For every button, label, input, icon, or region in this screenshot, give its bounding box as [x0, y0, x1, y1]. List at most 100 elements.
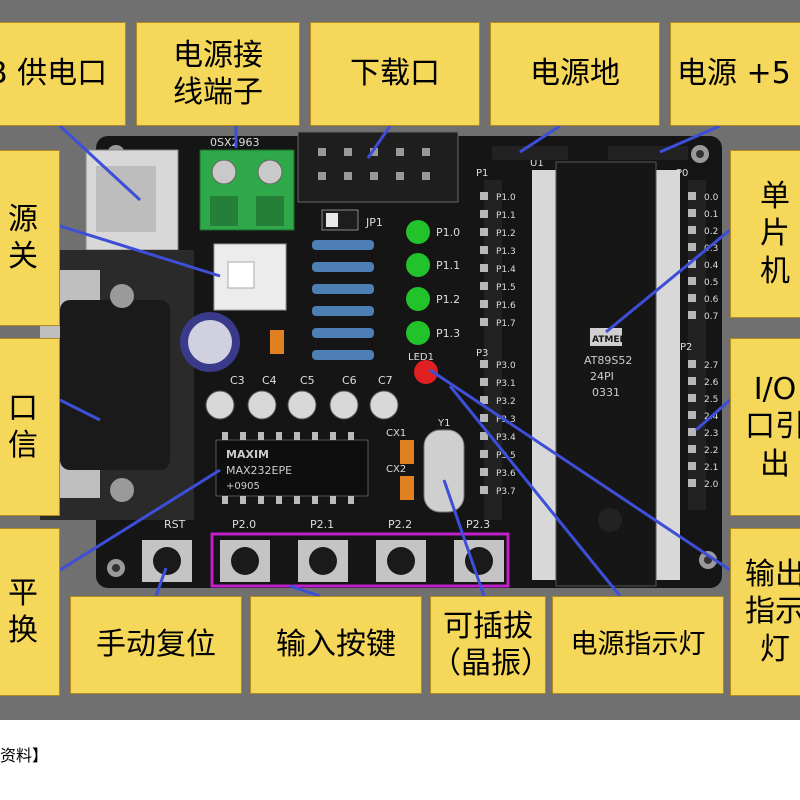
- label-level-convert: 平 换: [0, 528, 60, 696]
- header-pin: [688, 377, 696, 385]
- crystal-label: Y1: [437, 418, 450, 429]
- header-pin: [480, 396, 488, 404]
- header-pin: [480, 246, 488, 254]
- pin-label: P1.7: [496, 319, 516, 329]
- label-power-terminal: 电源接 线端子: [136, 22, 300, 126]
- cap-label: C7: [378, 374, 393, 387]
- header-pin: [688, 311, 696, 319]
- power-led: [414, 360, 438, 384]
- pin-label: P1.6: [496, 301, 516, 311]
- header-label: P2: [680, 342, 692, 353]
- pin-label: P1.5: [496, 283, 516, 293]
- p0-pin-labels: 0.00.10.20.30.40.50.60.7: [688, 192, 719, 322]
- header-pin: [688, 243, 696, 251]
- button-label: P2.0: [232, 518, 256, 531]
- pin-label: 2.3: [704, 429, 718, 439]
- led-label: P1.2: [436, 293, 460, 306]
- header-pin: [688, 260, 696, 268]
- header-label: P1: [476, 168, 488, 179]
- pin-label: 2.0: [704, 480, 719, 490]
- header-pin: [688, 294, 696, 302]
- led-p1-3: [406, 321, 430, 345]
- socket-right: [656, 170, 680, 580]
- pin-label: 2.2: [704, 446, 718, 456]
- label-manual-reset: 手动复位: [70, 596, 242, 694]
- header-pin: [480, 282, 488, 290]
- header-pin: [480, 486, 488, 494]
- cap-label: C5: [300, 374, 315, 387]
- capacitors: [205, 390, 399, 420]
- button-label: P2.3: [466, 518, 490, 531]
- p1-pin-labels: P1.0P1.1P1.2P1.3P1.4P1.5P1.6P1.7: [480, 192, 516, 329]
- label-vcc: 电源 +5: [670, 22, 800, 126]
- button-label: P2.2: [388, 518, 412, 531]
- led-label: P1.3: [436, 327, 460, 340]
- pin-label: P1.2: [496, 229, 516, 239]
- pin-label: P3.7: [496, 487, 516, 497]
- header-pin: [480, 228, 488, 236]
- header-pin: [688, 192, 696, 200]
- header-label: P3: [476, 348, 488, 359]
- pin-label: P1.3: [496, 247, 516, 257]
- cap-label: C3: [230, 374, 245, 387]
- header-pin: [688, 445, 696, 453]
- label-pluggable-crystal: 可插拔 （晶振）: [430, 596, 546, 694]
- input-key-frame: [210, 532, 510, 588]
- jumper-label: JP1: [365, 216, 383, 229]
- header-pin: [480, 318, 488, 326]
- label-mcu: 单 片 机: [730, 150, 800, 318]
- pin-label: P3.2: [496, 397, 516, 407]
- header-pin: [480, 264, 488, 272]
- pin-label: 2.7: [704, 361, 718, 371]
- header-pin: [480, 192, 488, 200]
- pin-label: P3.6: [496, 469, 516, 479]
- resistor-array: [312, 240, 374, 360]
- socket-left: [532, 170, 556, 580]
- header-pin: [688, 277, 696, 285]
- led-red-label: LED1: [408, 352, 434, 363]
- header-pin: [688, 479, 696, 487]
- pin-label: 0.1: [704, 210, 718, 220]
- pin-label: 0.2: [704, 227, 718, 237]
- max232-chip: [215, 439, 369, 497]
- label-io-out: I/O 口引 出: [730, 338, 800, 516]
- chip-code: +0905: [226, 481, 260, 492]
- led-p1-2: [406, 287, 430, 311]
- header-label: P0: [676, 168, 688, 179]
- cap-label: C6: [342, 374, 357, 387]
- label-usb-power-port: B 供电口: [0, 22, 126, 126]
- label-ground: 电源地: [490, 22, 660, 126]
- label-download-port: 下载口: [310, 22, 480, 126]
- pin-label: P3.4: [496, 433, 516, 443]
- header-pin: [688, 411, 696, 419]
- header-pin: [480, 360, 488, 368]
- mcu-pkg: 24PI: [590, 370, 614, 383]
- led-p1-0: [406, 220, 430, 244]
- mcu-code: 0331: [592, 386, 620, 399]
- chip-brand: MAXIM: [226, 448, 269, 461]
- mcu-model: AT89S52: [584, 354, 632, 367]
- header-pin: [480, 210, 488, 218]
- push-buttons: [142, 540, 504, 582]
- header-pin: [688, 209, 696, 217]
- header-pin: [688, 360, 696, 368]
- cx-label: CX2: [386, 464, 406, 475]
- led-label: P1.0: [436, 226, 460, 239]
- cap-label: C4: [262, 374, 277, 387]
- pin-label: 2.1: [704, 463, 718, 473]
- button-label: P2.1: [310, 518, 334, 531]
- pin-label: P3.1: [496, 379, 516, 389]
- callout-arrows: [58, 124, 731, 598]
- pin-label: 0.0: [704, 193, 719, 203]
- mcu-brand: ATMEL: [592, 335, 626, 345]
- label-serial-comm: 口 信: [0, 338, 60, 516]
- header-pin: [480, 432, 488, 440]
- label-power-switch: 源 关: [0, 150, 60, 326]
- pin-label: P1.1: [496, 211, 516, 221]
- label-output-led: 输出 指示 灯: [730, 528, 800, 696]
- pin-label: 0.6: [704, 295, 719, 305]
- footer-text: 资料】: [0, 746, 49, 765]
- pin-label: P1.4: [496, 265, 516, 275]
- photo-stage: 0SX2963 JP1: [0, 0, 800, 720]
- pin-label: P1.0: [496, 193, 516, 203]
